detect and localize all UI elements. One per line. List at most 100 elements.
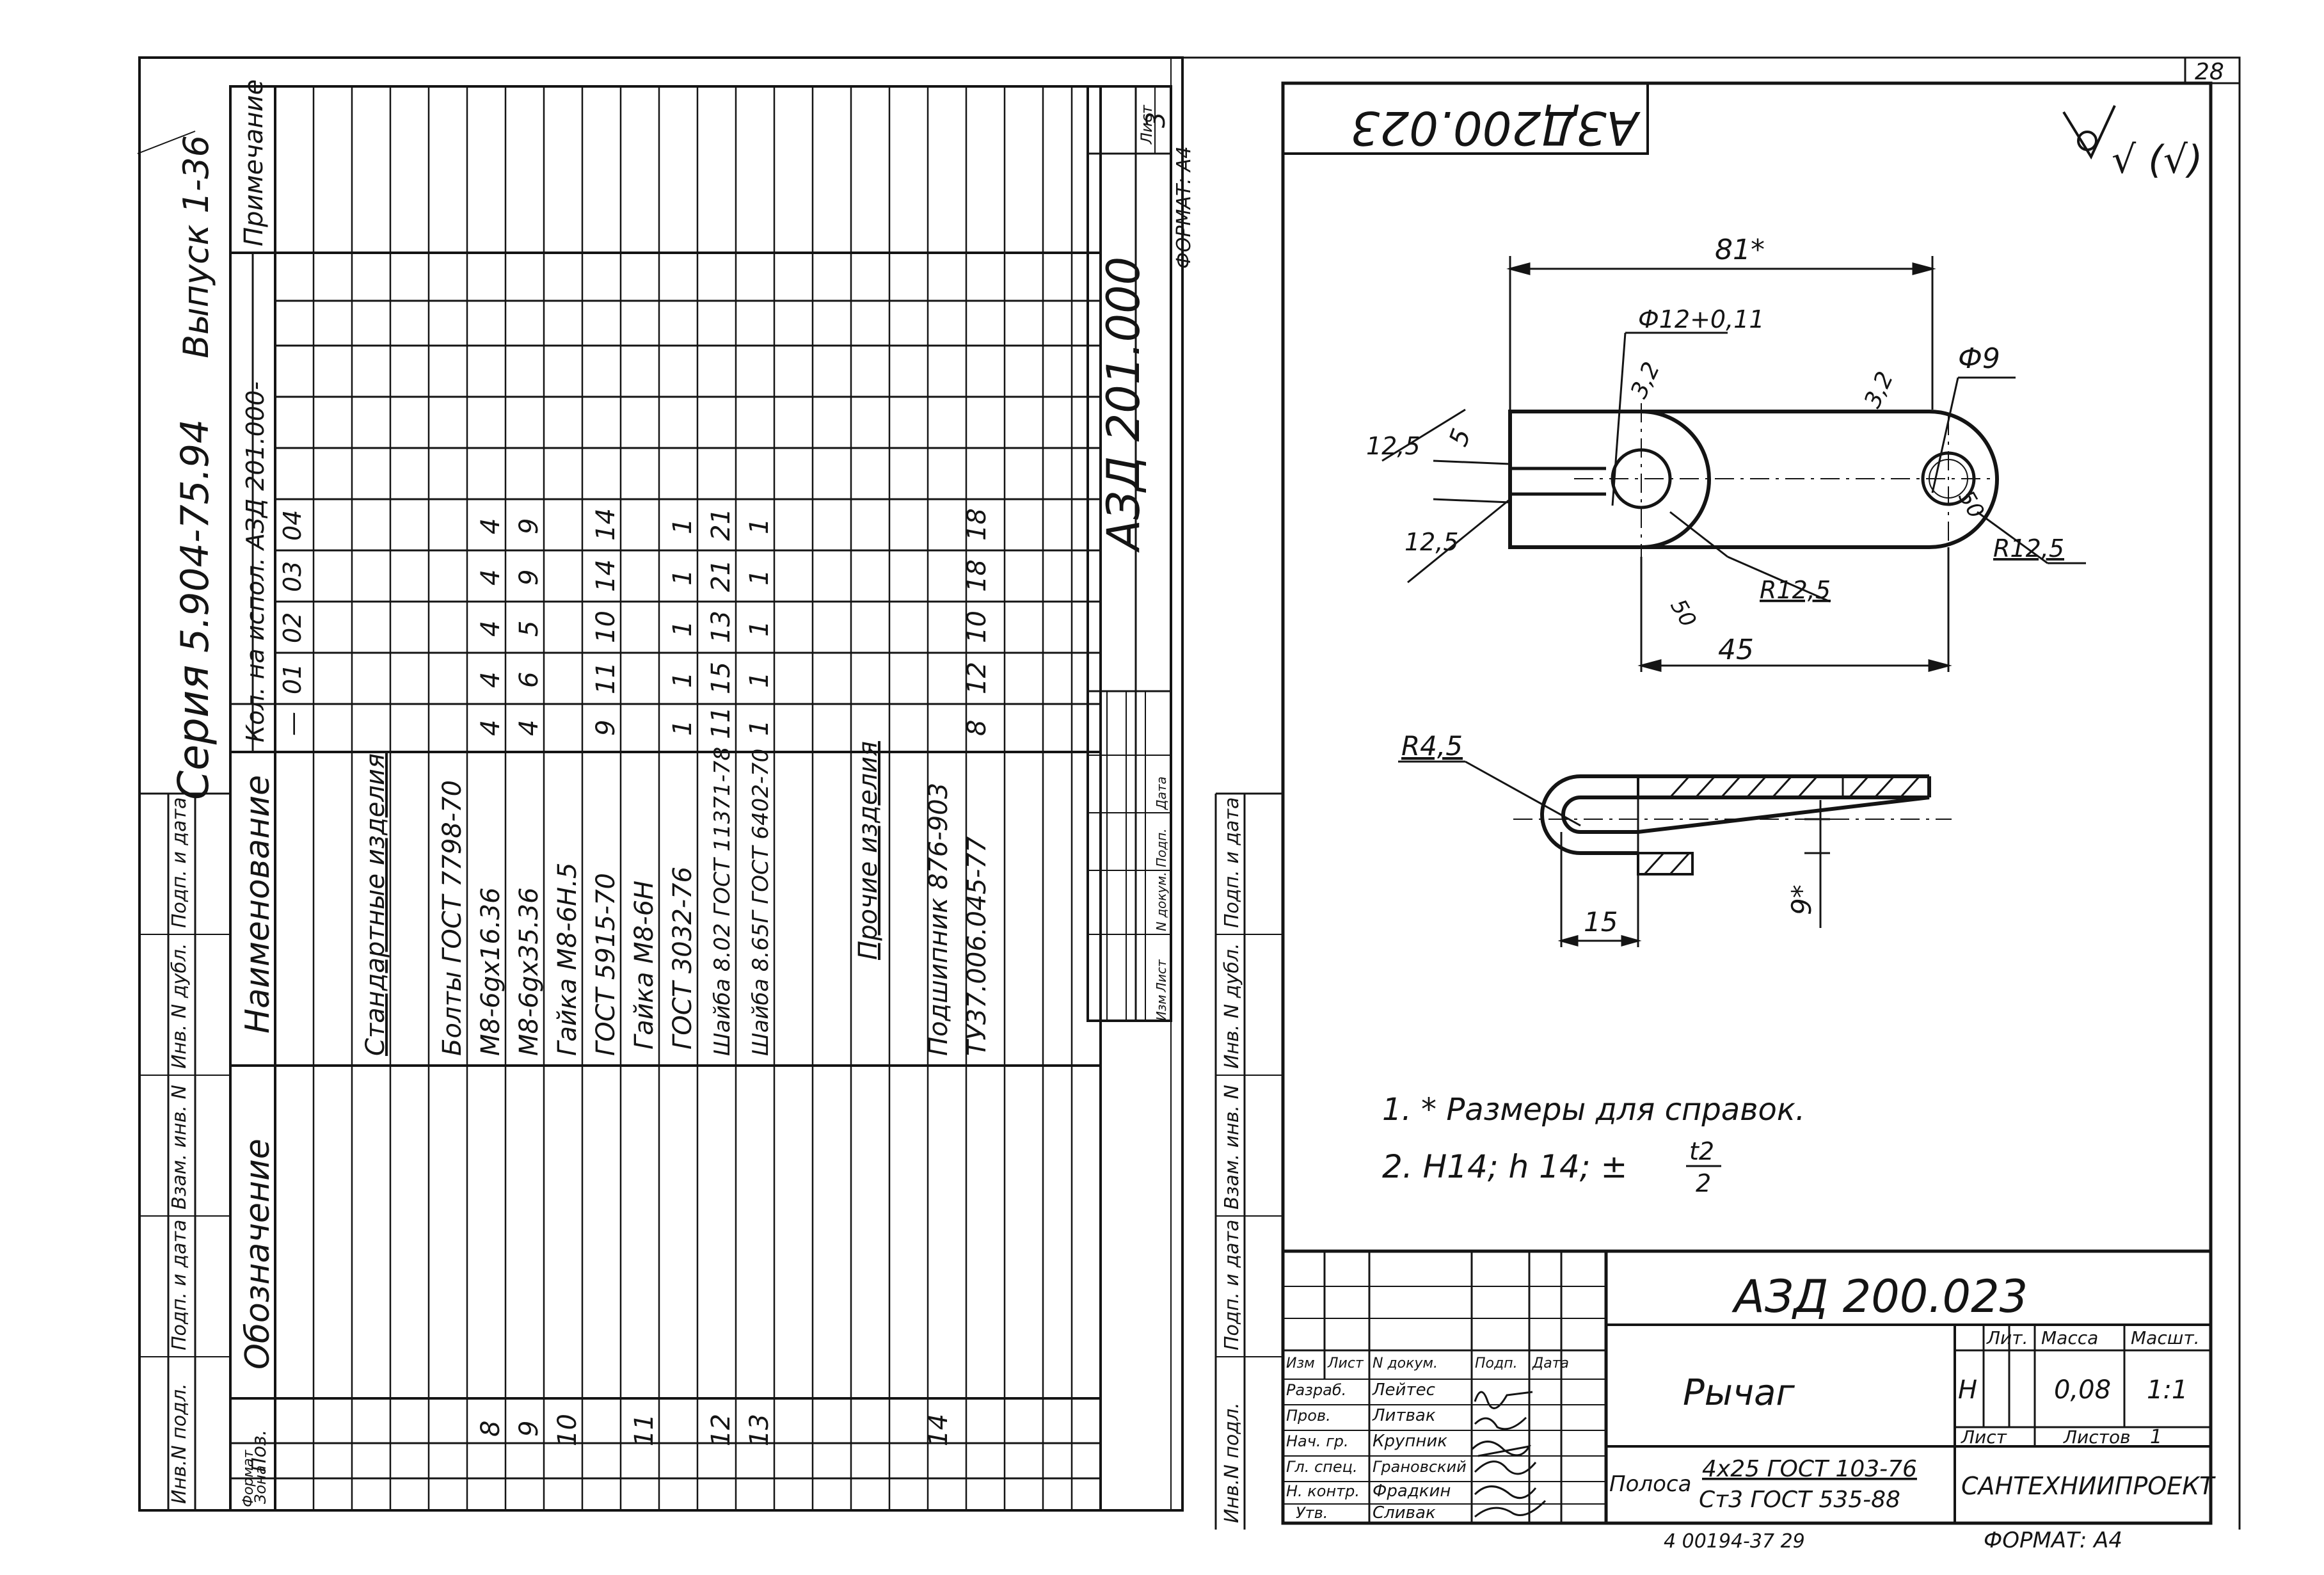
row-pos: 12 (706, 1414, 736, 1446)
role-5: Н. контр. (1286, 1482, 1360, 1500)
row-qty: 9 (514, 518, 544, 534)
spec-rows: Стандартные изделия Болты ГОСТ 7798-70 8… (361, 508, 992, 1446)
side-dimension-labels: R4,5 15 9* (1401, 730, 1817, 938)
row-name: Шайба 8.65Г ГОСТ 6402-70 (748, 749, 774, 1056)
row-qty: 4 (514, 720, 544, 736)
row-qty: 18 (962, 508, 992, 541)
row-name: ГОСТ 3032-76 (668, 867, 697, 1050)
row-qty: 11 (591, 662, 621, 694)
title-block-text: АЗД 200.023 Рычаг Полоса 4х25 ГОСТ 103-7… (1286, 1270, 2216, 1523)
row-qty: 10 (962, 611, 992, 643)
rotated-code-box (1282, 82, 1649, 155)
header-zone: Зона (251, 1466, 269, 1504)
row-qty: 12 (962, 662, 992, 694)
issue-label: Выпуск 1-36 (176, 135, 216, 358)
stamp-label-4: Подп. (1475, 1355, 1518, 1371)
qty-col-3: 03 (278, 561, 306, 592)
row-qty: 1 (668, 720, 697, 736)
role-2: Пров. (1286, 1407, 1331, 1425)
left-stamp-label-1: Изм (1154, 995, 1169, 1021)
spec-row: Стандартные изделия (361, 753, 390, 1056)
qty-col-0: — (278, 712, 306, 736)
role-6: Утв. (1296, 1504, 1328, 1522)
scale-label: Масшт. (2131, 1327, 2200, 1348)
name-3: Крупник (1373, 1432, 1447, 1451)
roughness-symbol: √ (√) (2112, 138, 2202, 182)
dim-chamfer-right: 3,2 (1859, 368, 1898, 412)
stamp-sheet-label: Лист (1138, 104, 1156, 145)
right-margin-label-3: Взам. инв. N (1221, 1085, 1243, 1210)
header-designation: Обозначение (239, 1139, 277, 1370)
sheet-label: Лист (1961, 1427, 2007, 1448)
stamp-label-3: N докум. (1373, 1355, 1438, 1371)
row-qty: 8 (962, 720, 992, 736)
row-qty: 18 (962, 559, 992, 592)
organization: САНТЕХНИИПРОЕКТ (1961, 1472, 2216, 1500)
margin-label-5: Подп. и дата (168, 797, 191, 928)
title-block (1281, 1249, 2213, 1525)
row-qty: 1 (745, 518, 774, 534)
qty-col-1: 01 (278, 664, 306, 694)
left-stamp-label-3: N докум. (1154, 872, 1169, 931)
row-qty: 9 (591, 720, 621, 736)
dim-bend-length: 15 (1584, 906, 1618, 938)
stamp-label-5: Дата (1532, 1355, 1569, 1371)
role-4: Гл. спец. (1286, 1458, 1358, 1476)
left-frame (138, 56, 1184, 1512)
row-name: Подшипник 876-903 (924, 783, 953, 1056)
header-pos: Поз. (248, 1430, 271, 1472)
dim-offset-bottom: 12,5 (1405, 528, 1459, 556)
dim-width-slot: 5 (1444, 425, 1477, 451)
row-qty: 6 (514, 672, 544, 688)
right-margin-label-5: Подп. и дата (1221, 797, 1243, 928)
title-document-code: АЗД 200.023 (1731, 1270, 2028, 1323)
spec-row: ГОСТ 3032-76 1 1 1 1 1 (668, 518, 697, 1050)
spec-row: 10 Гайка М8-6Н.5 (553, 863, 582, 1446)
mass-label: Масса (2041, 1327, 2098, 1348)
row-name: Прочие изделия (854, 741, 883, 960)
row-name: Гайка М8-6Н (630, 881, 659, 1050)
right-sheet: 28 Инв.N подл. Подп. и дата Взам. инв. N… (1182, 56, 2241, 1553)
left-stamp: Лист 3 АЗД 201.000 Изм Лист N докум. Под… (1086, 85, 1195, 1022)
row-pos: 8 (476, 1421, 505, 1437)
sheets-label: Листов (2063, 1427, 2131, 1448)
lever-side-view (1513, 774, 1952, 877)
note-2: 2. Н14; h 14; ± (1382, 1148, 1627, 1185)
name-6: Сливак (1373, 1503, 1436, 1523)
row-qty: 9 (514, 570, 544, 586)
name-4: Грановский (1373, 1458, 1467, 1476)
tolerance-den: 2 (1696, 1169, 1711, 1197)
row-name: Болты ГОСТ 7798-70 (438, 780, 467, 1056)
row-qty: 1 (668, 570, 697, 586)
right-format: ФОРМАТ: А4 (1984, 1528, 2122, 1553)
row-name: ТУ37.006.045-77 (962, 836, 992, 1056)
row-pos: 14 (924, 1414, 953, 1446)
row-qty: 1 (668, 621, 697, 637)
part-name: Рычаг (1683, 1372, 1795, 1414)
side-dimensions (1398, 760, 1830, 947)
left-stamp-label-2: Лист (1154, 959, 1169, 993)
note-1: 1. * Размеры для справок. (1382, 1092, 1805, 1128)
tolerance-num: t2 (1689, 1137, 1714, 1165)
row-qty: 4 (476, 672, 505, 688)
spec-row: ТУ37.006.045-77 8 12 10 18 18 (962, 508, 992, 1056)
left-stamp-label-4: Подп. (1154, 828, 1169, 867)
row-qty: 4 (476, 518, 505, 534)
dim-length: 81* (1715, 234, 1765, 266)
dim-hole-small: Ф9 (1958, 342, 2000, 375)
spec-row: 8 М8-6gх16.36 4 4 4 4 4 (476, 518, 505, 1437)
margin-label-4: Инв. N дубл. (168, 943, 191, 1069)
row-pos: 11 (630, 1414, 659, 1446)
left-sheet: Инв.N подл. Подп. и дата Взам. инв. N Ин… (137, 56, 1195, 1512)
stamp-label-1: Изм (1286, 1355, 1315, 1371)
spec-row: Прочие изделия (854, 741, 883, 960)
row-name: Шайба 8.02 ГОСТ 11371-78 (710, 747, 735, 1056)
spec-row: ГОСТ 5915-70 9 11 10 14 14 (591, 508, 621, 1056)
header-format: Формат (241, 1450, 257, 1507)
margin-label-2: Подп. и дата (168, 1220, 191, 1350)
dim-bend-radius: R4,5 (1401, 730, 1463, 762)
signatures (1470, 1391, 1547, 1518)
row-qty: 14 (591, 559, 621, 592)
sheet-number: 28 (2195, 59, 2224, 85)
